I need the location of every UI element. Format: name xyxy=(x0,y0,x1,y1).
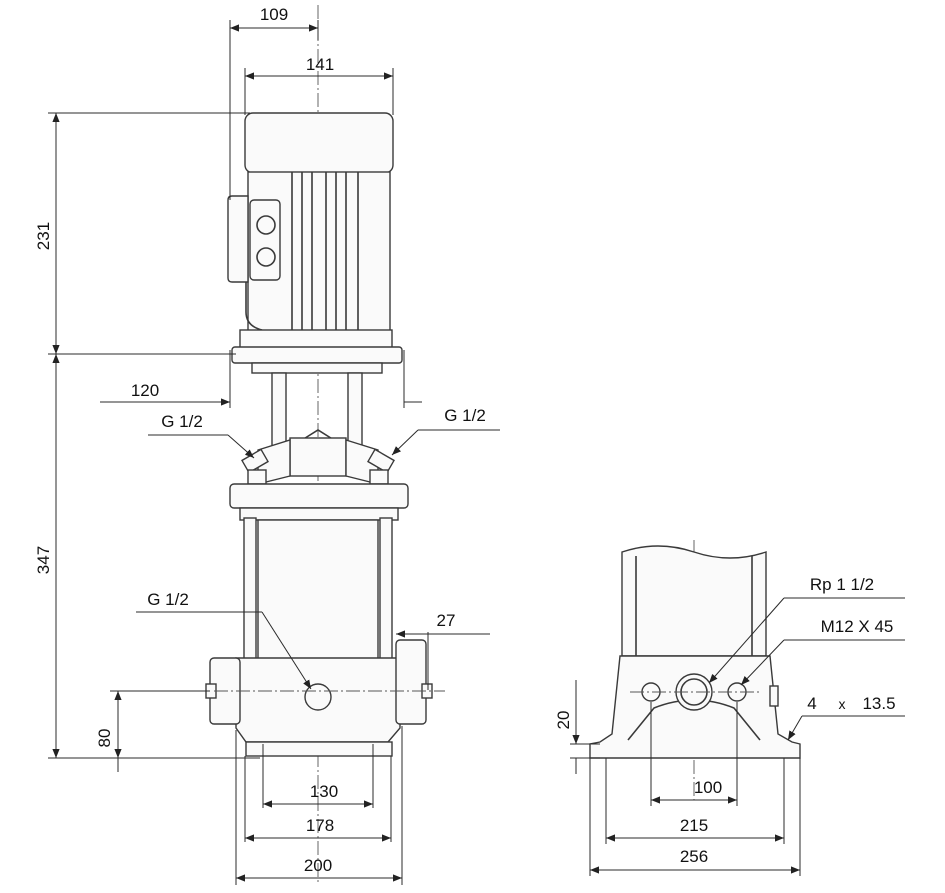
coupling-post-left xyxy=(271,372,287,454)
vent-right-label: G 1/2 xyxy=(444,406,486,425)
coupling-shaft xyxy=(301,429,335,441)
drain-plug xyxy=(304,683,332,711)
drain-label: G 1/2 xyxy=(147,590,189,609)
terminal-panel xyxy=(249,199,281,281)
side-plug xyxy=(769,685,779,707)
side-dimensions: Rp 1 1/2 M12 X 45 4 x 13.5 20 100 215 25… xyxy=(554,575,905,876)
motor-flange-upper xyxy=(239,329,393,349)
pump-head xyxy=(289,437,347,477)
port-thread-label: Rp 1 1/2 xyxy=(810,575,874,594)
motor-top-cap xyxy=(244,112,394,174)
dim-109: 109 xyxy=(260,5,288,24)
pump-head-flange xyxy=(229,483,409,509)
dim-130: 130 xyxy=(310,782,338,801)
dim-100: 100 xyxy=(694,778,722,797)
holes-count: 4 xyxy=(807,694,816,713)
motor-flange xyxy=(231,346,403,364)
dim-256: 256 xyxy=(680,847,708,866)
tie-rod-right xyxy=(379,517,393,661)
dim-178: 178 xyxy=(306,816,334,835)
dim-141: 141 xyxy=(306,55,334,74)
front-view xyxy=(205,5,445,885)
vent-plug-right xyxy=(367,448,395,485)
dim-80: 80 xyxy=(95,729,114,748)
motor-lower-edge xyxy=(245,282,263,331)
bolt-spec-label: M12 X 45 xyxy=(821,617,894,636)
motor-fins xyxy=(291,172,359,332)
hole-size: 13.5 xyxy=(862,694,895,713)
cable-gland-lower xyxy=(256,247,276,267)
front-dimensions: 109 141 231 347 120 G 1/2 G 1/2 G 1/2 xyxy=(34,5,500,885)
pump-sleeve xyxy=(257,519,379,661)
dim-27: 27 xyxy=(437,611,456,630)
cable-gland-upper xyxy=(256,215,276,235)
dim-347: 347 xyxy=(34,546,53,574)
dim-20: 20 xyxy=(554,711,573,730)
side-body xyxy=(621,545,767,657)
outlet-flange xyxy=(395,639,427,725)
dim-231: 231 xyxy=(34,222,53,250)
side-view xyxy=(589,540,801,800)
holes-x: x xyxy=(839,696,846,712)
dim-215: 215 xyxy=(680,816,708,835)
head-lower-plate xyxy=(239,507,399,521)
vent-left-label: G 1/2 xyxy=(161,412,203,431)
base-foot xyxy=(245,741,393,757)
tie-rod-left xyxy=(243,517,257,661)
coupling-plate xyxy=(251,362,383,374)
dim-120: 120 xyxy=(131,381,159,400)
dim-200: 200 xyxy=(304,856,332,875)
terminal-box xyxy=(227,195,249,283)
